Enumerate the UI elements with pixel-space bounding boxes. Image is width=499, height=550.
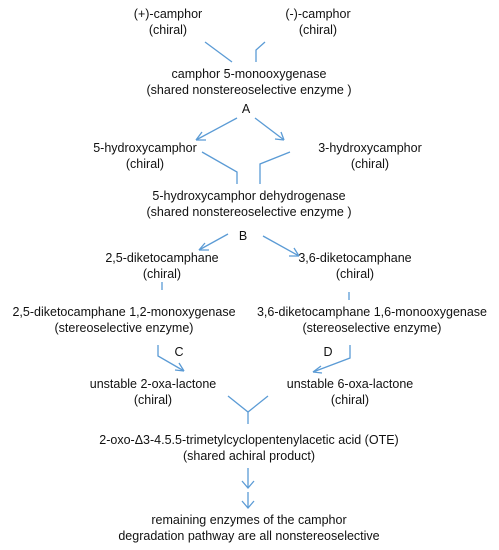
node-ote-note: (shared achiral product) [182, 449, 315, 463]
node-5-hydroxycamphor-note: (chiral) [125, 157, 165, 171]
arrow-c [157, 345, 185, 372]
arrow-to-remaining-enzymes-head [241, 500, 255, 509]
arrow-c-head [174, 362, 185, 372]
enzyme-b-note: (shared nonstereoselective enzyme ) [146, 205, 352, 219]
arrow-b-left [198, 233, 229, 251]
node-remaining-enzymes: remaining enzymes of the camphor degrada… [109, 512, 389, 544]
arrow-ote-to-remaining-head [241, 480, 255, 489]
node-2-oxa-lactone: unstable 2-oxa-lactone (chiral) [68, 376, 238, 408]
arrow-b-right-head [289, 247, 300, 257]
connector-minus-camphor-to-enzyme-a [255, 41, 266, 62]
enzyme-a: camphor 5-monooxygenase (shared nonstere… [119, 66, 379, 98]
node-plus-camphor-note: (chiral) [148, 23, 188, 37]
node-5-hydroxycamphor-name: 5-hydroxycamphor [93, 141, 197, 155]
node-minus-camphor-note: (chiral) [298, 23, 338, 37]
node-ote-name: 2-oxo-Δ3-4.5.5-trimetylcyclopentenylacet… [99, 433, 399, 447]
node-remaining-enzymes-line2: degradation pathway are all nonstereosel… [118, 529, 380, 543]
node-2-oxa-lactone-name: unstable 2-oxa-lactone [89, 377, 217, 391]
enzyme-c-name: 2,5-diketocamphane 1,2-monoxygenase [12, 305, 236, 319]
node-2-5-diketocamphane-note: (chiral) [142, 267, 182, 281]
enzyme-b: 5-hydroxycamphor dehydrogenase (shared n… [119, 188, 379, 220]
step-label-c: C [174, 345, 184, 359]
arrow-d [312, 345, 351, 373]
enzyme-b-name: 5-hydroxycamphor dehydrogenase [152, 189, 346, 203]
node-3-6-diketocamphane-name: 3,6-diketocamphane [298, 251, 412, 265]
step-label-a: A [241, 102, 251, 116]
arrow-b-right [262, 235, 300, 257]
node-3-hydroxycamphor-name: 3-hydroxycamphor [318, 141, 422, 155]
enzyme-d: 3,6-diketocamphane 1,6-monooxygenase (st… [250, 304, 494, 336]
enzyme-a-note: (shared nonstereoselective enzyme ) [146, 83, 352, 97]
node-6-oxa-lactone: unstable 6-oxa-lactone (chiral) [265, 376, 435, 408]
node-3-hydroxycamphor-note: (chiral) [350, 157, 390, 171]
connector-plus-camphor-to-enzyme-a [204, 41, 233, 63]
enzyme-c: 2,5-diketocamphane 1,2-monoxygenase (ste… [6, 304, 242, 336]
arrow-b-left-head [198, 242, 209, 251]
enzyme-d-name: 3,6-diketocamphane 1,6-monooxygenase [256, 305, 487, 319]
arrow-a-left [195, 117, 238, 141]
node-plus-camphor-name: (+)-camphor [133, 7, 203, 21]
connector-hydroxy3-to-enzyme-b [259, 151, 291, 184]
connector-hydroxy5-to-enzyme-b [201, 151, 238, 184]
node-2-5-diketocamphane-name: 2,5-diketocamphane [105, 251, 219, 265]
enzyme-a-name: camphor 5-monooxygenase [171, 67, 327, 81]
arrow-d-head [312, 365, 323, 374]
node-6-oxa-lactone-note: (chiral) [330, 393, 370, 407]
node-3-6-diketocamphane: 3,6-diketocamphane (chiral) [280, 250, 430, 282]
node-plus-camphor: (+)-camphor (chiral) [108, 6, 228, 38]
node-5-hydroxycamphor: 5-hydroxycamphor (chiral) [65, 140, 225, 172]
enzyme-c-note: (stereoselective enzyme) [54, 321, 194, 335]
arrow-a-right-head [274, 131, 285, 141]
node-remaining-enzymes-line1: remaining enzymes of the camphor [151, 513, 347, 527]
node-6-oxa-lactone-name: unstable 6-oxa-lactone [286, 377, 414, 391]
connector-lactones-to-ote [227, 395, 269, 424]
step-label-d: D [323, 345, 333, 359]
node-3-6-diketocamphane-note: (chiral) [335, 267, 375, 281]
arrow-a-left-head [195, 131, 206, 141]
node-ote: 2-oxo-Δ3-4.5.5-trimetylcyclopentenylacet… [54, 432, 444, 464]
enzyme-d-note: (stereoselective enzyme) [302, 321, 442, 335]
node-3-hydroxycamphor: 3-hydroxycamphor (chiral) [290, 140, 450, 172]
step-label-b: B [238, 229, 248, 243]
node-2-5-diketocamphane: 2,5-diketocamphane (chiral) [87, 250, 237, 282]
node-minus-camphor-name: (-)-camphor [285, 7, 351, 21]
node-minus-camphor: (-)-camphor (chiral) [258, 6, 378, 38]
node-2-oxa-lactone-note: (chiral) [133, 393, 173, 407]
arrow-a-right [254, 117, 285, 141]
